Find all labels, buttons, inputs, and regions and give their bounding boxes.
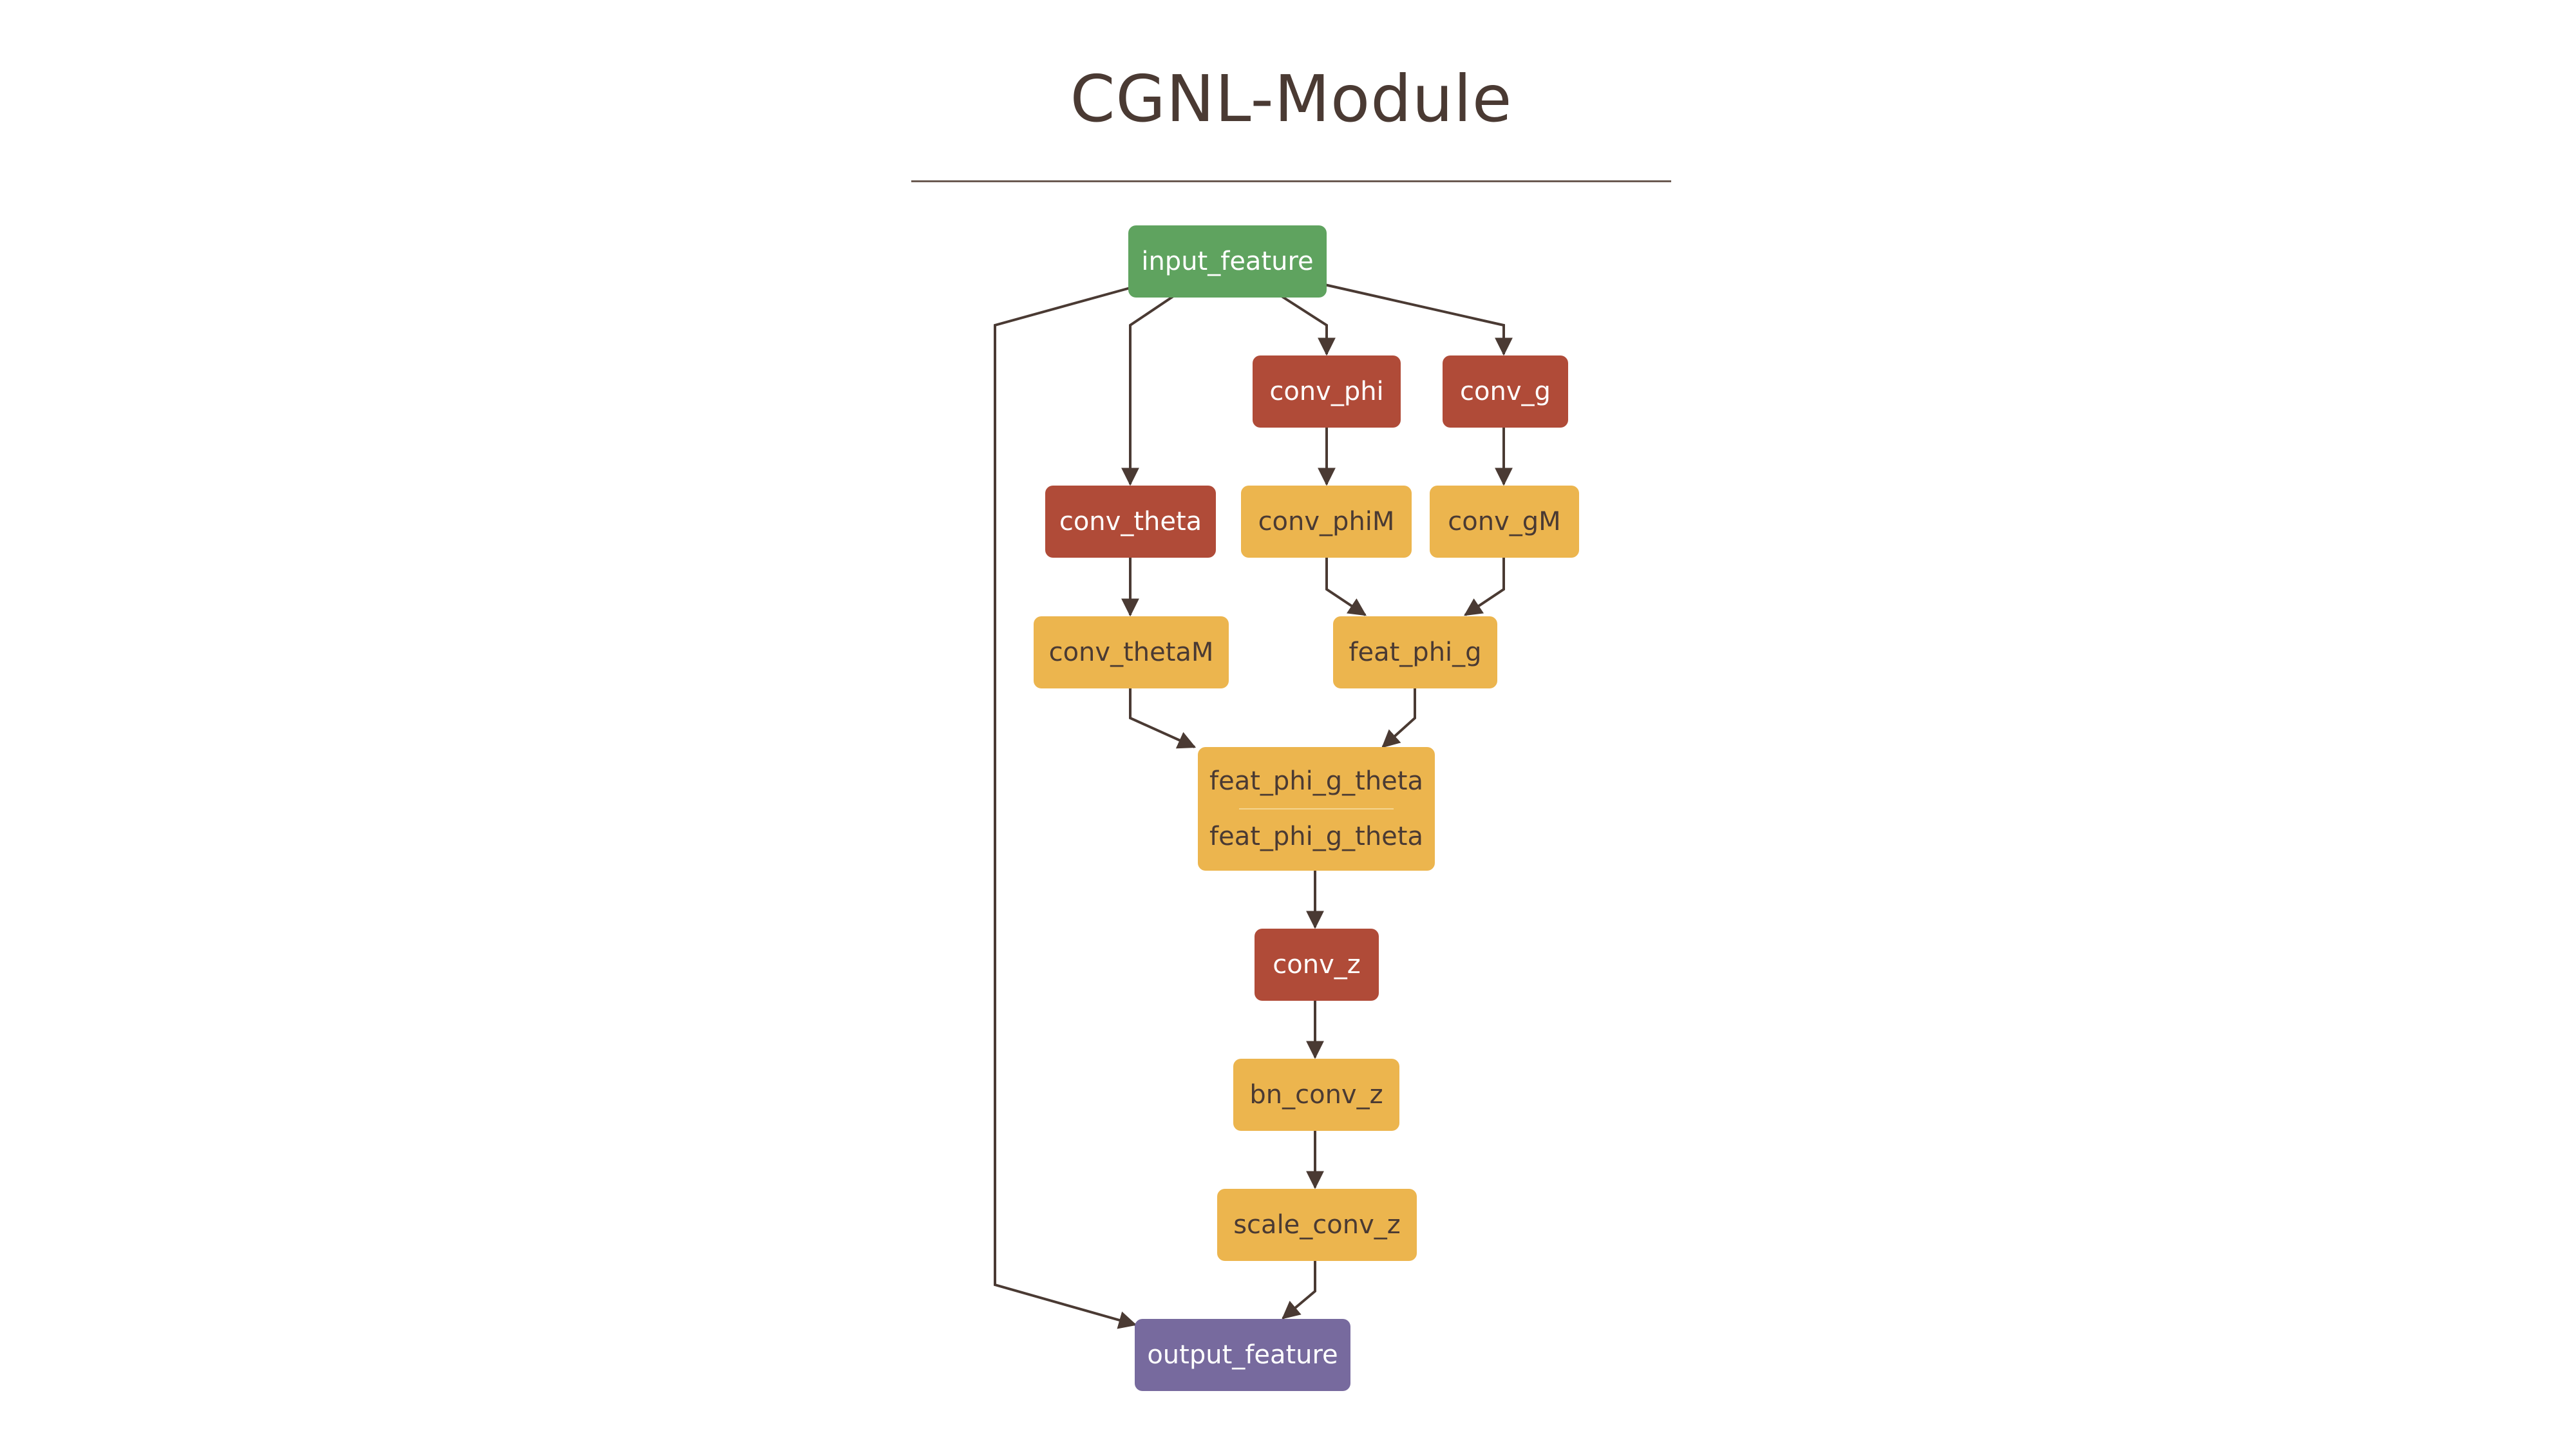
edge-input-conv-theta [1121, 295, 1175, 486]
edge-conv-phiM-feat-phi-g [1325, 556, 1367, 616]
node-conv-g[interactable]: conv_g [1443, 355, 1568, 428]
edge-scale-conv-z-output [1282, 1260, 1316, 1320]
edge-conv-thetaM-feat-phi-g-theta [1129, 686, 1197, 749]
node-bn-conv-z[interactable]: bn_conv_z [1233, 1059, 1399, 1131]
node-conv-gM[interactable]: conv_gM [1430, 486, 1579, 558]
node-scale-conv-z[interactable]: scale_conv_z [1217, 1189, 1417, 1261]
diagram-title: CGNL-Module [1070, 61, 1513, 137]
edge-input-output [994, 287, 1137, 1329]
node-conv-phi[interactable]: conv_phi [1253, 355, 1401, 428]
feat-phi-g-theta-label-top: feat_phi_g_theta [1209, 766, 1423, 796]
edge-input-conv-phi [1280, 295, 1336, 356]
edge-conv-gM-feat-phi-g [1464, 556, 1505, 616]
node-feat-phi-g-theta[interactable]: feat_phi_g_theta feat_phi_g_theta [1198, 747, 1435, 871]
edge-feat-phi-g-feat-phi-g-theta [1381, 686, 1416, 748]
node-conv-z[interactable]: conv_z [1255, 929, 1379, 1001]
node-feat-phi-g[interactable]: feat_phi_g [1333, 616, 1497, 688]
feat-phi-g-theta-divider [1239, 808, 1394, 810]
node-output-feature[interactable]: output_feature [1135, 1319, 1350, 1391]
edge-input-conv-g [1324, 283, 1513, 356]
node-input-feature[interactable]: input_feature [1128, 225, 1327, 298]
title-divider [911, 180, 1671, 182]
node-conv-theta[interactable]: conv_theta [1045, 486, 1216, 558]
node-conv-phiM[interactable]: conv_phiM [1241, 486, 1412, 558]
node-conv-thetaM[interactable]: conv_thetaM [1034, 616, 1229, 688]
feat-phi-g-theta-label-bottom: feat_phi_g_theta [1209, 822, 1423, 851]
